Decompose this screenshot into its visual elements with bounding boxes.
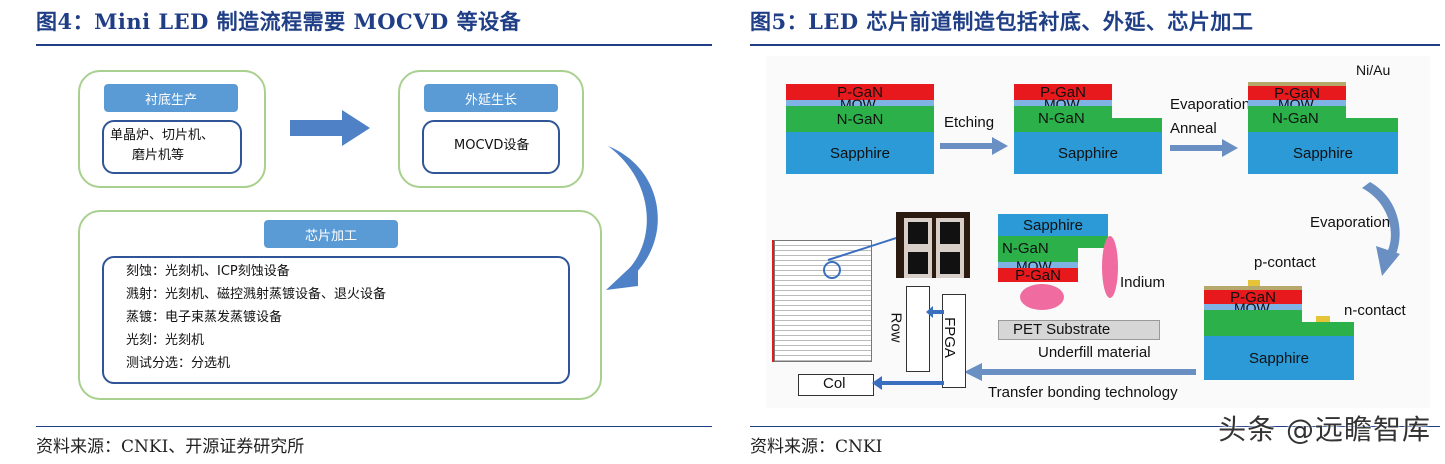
arrow-transfer-icon [964, 362, 1196, 382]
ngan-layer-2 [1014, 118, 1162, 132]
ngan-label-3: N-GaN [1272, 110, 1319, 127]
sapphire-layer-3: Sapphire [1248, 132, 1398, 174]
evaporation2-label: Evaporation [1310, 214, 1390, 231]
chip-line-lithography: 光刻：光刻机 [126, 331, 204, 351]
figure4-title: 图4：Mini LED 制造流程需要 MOCVD 等设备 [36, 6, 521, 36]
curved-arrow-icon [598, 140, 678, 300]
epitaxy-body: MOCVD设备 [422, 120, 560, 174]
underfill-label: Underfill material [1038, 344, 1151, 361]
indium-bump-bottom [1020, 284, 1064, 310]
transfer-label: Transfer bonding technology [988, 384, 1178, 401]
etching-label: Etching [944, 114, 994, 131]
figure4-source: 资料来源：CNKI、开源证券研究所 [36, 432, 304, 457]
substrate-line1: 单晶炉、切片机、 [110, 126, 214, 146]
right-figure: 图5：LED 芯片前道制造包括衬底、外延、芯片加工 P-GaN MQW N-Ga… [738, 0, 1445, 464]
micro-cell-2 [936, 218, 964, 248]
pet-substrate: PET Substrate [998, 320, 1160, 340]
figure5-source: 资料来源：CNKI [750, 432, 882, 457]
epitaxy-line: MOCVD设备 [454, 136, 529, 156]
indium-bump-right [1102, 236, 1118, 298]
watermark: 头条 @远瞻智库 [1218, 408, 1431, 448]
substrate-line2: 磨片机等 [132, 146, 184, 166]
pgan-flipped: P-GaN [998, 268, 1078, 282]
chip-line-testing: 测试分选：分选机 [126, 354, 230, 374]
micro-cell-4 [936, 248, 964, 278]
left-figure: 图4：Mini LED 制造流程需要 MOCVD 等设备 衬底生产 单晶炉、切片… [0, 0, 720, 464]
sapphire-layer-2: Sapphire [1014, 132, 1162, 174]
pet-label: PET Substrate [1013, 321, 1110, 338]
chip-line-etching: 刻蚀：光刻机、ICP刻蚀设备 [126, 262, 290, 282]
title-rule-right [750, 44, 1440, 46]
chip-line-evaporation: 蒸镀：电子束蒸发蒸镀设备 [126, 308, 282, 328]
sapphire-layer-4: Sapphire [1204, 336, 1354, 380]
arrow-right-icon [290, 108, 372, 148]
col-box: Col [798, 374, 874, 396]
sapphire-flipped: Sapphire [998, 214, 1108, 236]
wafer-stack-2: P-GaN MQW N-GaN Sapphire [1014, 84, 1162, 180]
anneal-label: Anneal [1170, 120, 1217, 137]
wafer-stack-1: P-GaN MQW N-GaN Sapphire [786, 84, 934, 180]
process-illustration: P-GaN MQW N-GaN Sapphire Etching P-GaN M… [766, 56, 1430, 408]
ngan-layer-4 [1204, 322, 1354, 336]
niau-label: Ni/Au [1356, 62, 1390, 78]
substrate-body: 单晶炉、切片机、 磨片机等 [102, 120, 242, 174]
epitaxy-box: 外延生长 MOCVD设备 [398, 70, 584, 188]
substrate-box: 衬底生产 单晶炉、切片机、 磨片机等 [78, 70, 266, 188]
ngan-top-4 [1204, 310, 1302, 322]
wafer-stack-3: P-GaN MQW N-GaN Sapphire [1248, 82, 1398, 178]
chip-body: 刻蚀：光刻机、ICP刻蚀设备 溅射：光刻机、磁控溅射蒸镀设备、退火设备 蒸镀：电… [102, 256, 570, 384]
chip-header: 芯片加工 [264, 220, 398, 248]
epitaxy-header: 外延生长 [424, 84, 558, 112]
ngan-layer: N-GaN [786, 106, 934, 132]
micrograph-image [896, 212, 970, 278]
figure5-title: 图5：LED 芯片前道制造包括衬底、外延、芯片加工 [750, 6, 1253, 36]
sapphire-layer: Sapphire [786, 132, 934, 174]
wafer-stack-4: P-GaN MQW Sapphire [1204, 280, 1354, 384]
red-edge [772, 240, 774, 362]
title-rule [36, 44, 712, 46]
row-label: Row [888, 312, 905, 342]
source-rule [36, 426, 712, 427]
row-box: Row [906, 286, 930, 372]
fpga-box: FPGA [942, 294, 966, 388]
evaporation-label: Evaporation [1170, 96, 1250, 113]
arrow-anneal-icon [1170, 138, 1240, 158]
micro-cell-3 [904, 248, 932, 278]
arrow-fpga-col-icon [872, 376, 944, 390]
chip-box: 芯片加工 刻蚀：光刻机、ICP刻蚀设备 溅射：光刻机、磁控溅射蒸镀设备、退火设备… [78, 210, 602, 400]
pcontact-label: p-contact [1254, 254, 1316, 271]
chip-line-sputtering: 溅射：光刻机、磁控溅射蒸镀设备、退火设备 [126, 285, 386, 305]
ngan-layer-3 [1248, 118, 1398, 132]
ngan-flip-label: N-GaN [1002, 240, 1049, 257]
col-label: Col [823, 375, 846, 392]
arrow-fpga-row-icon [926, 306, 944, 318]
arrow-etching-icon [940, 136, 1010, 156]
indium-label: Indium [1120, 274, 1165, 291]
substrate-header: 衬底生产 [104, 84, 238, 112]
ngan-label-2: N-GaN [1038, 110, 1085, 127]
fpga-label: FPGA [941, 317, 958, 358]
micro-cell-1 [904, 218, 932, 248]
